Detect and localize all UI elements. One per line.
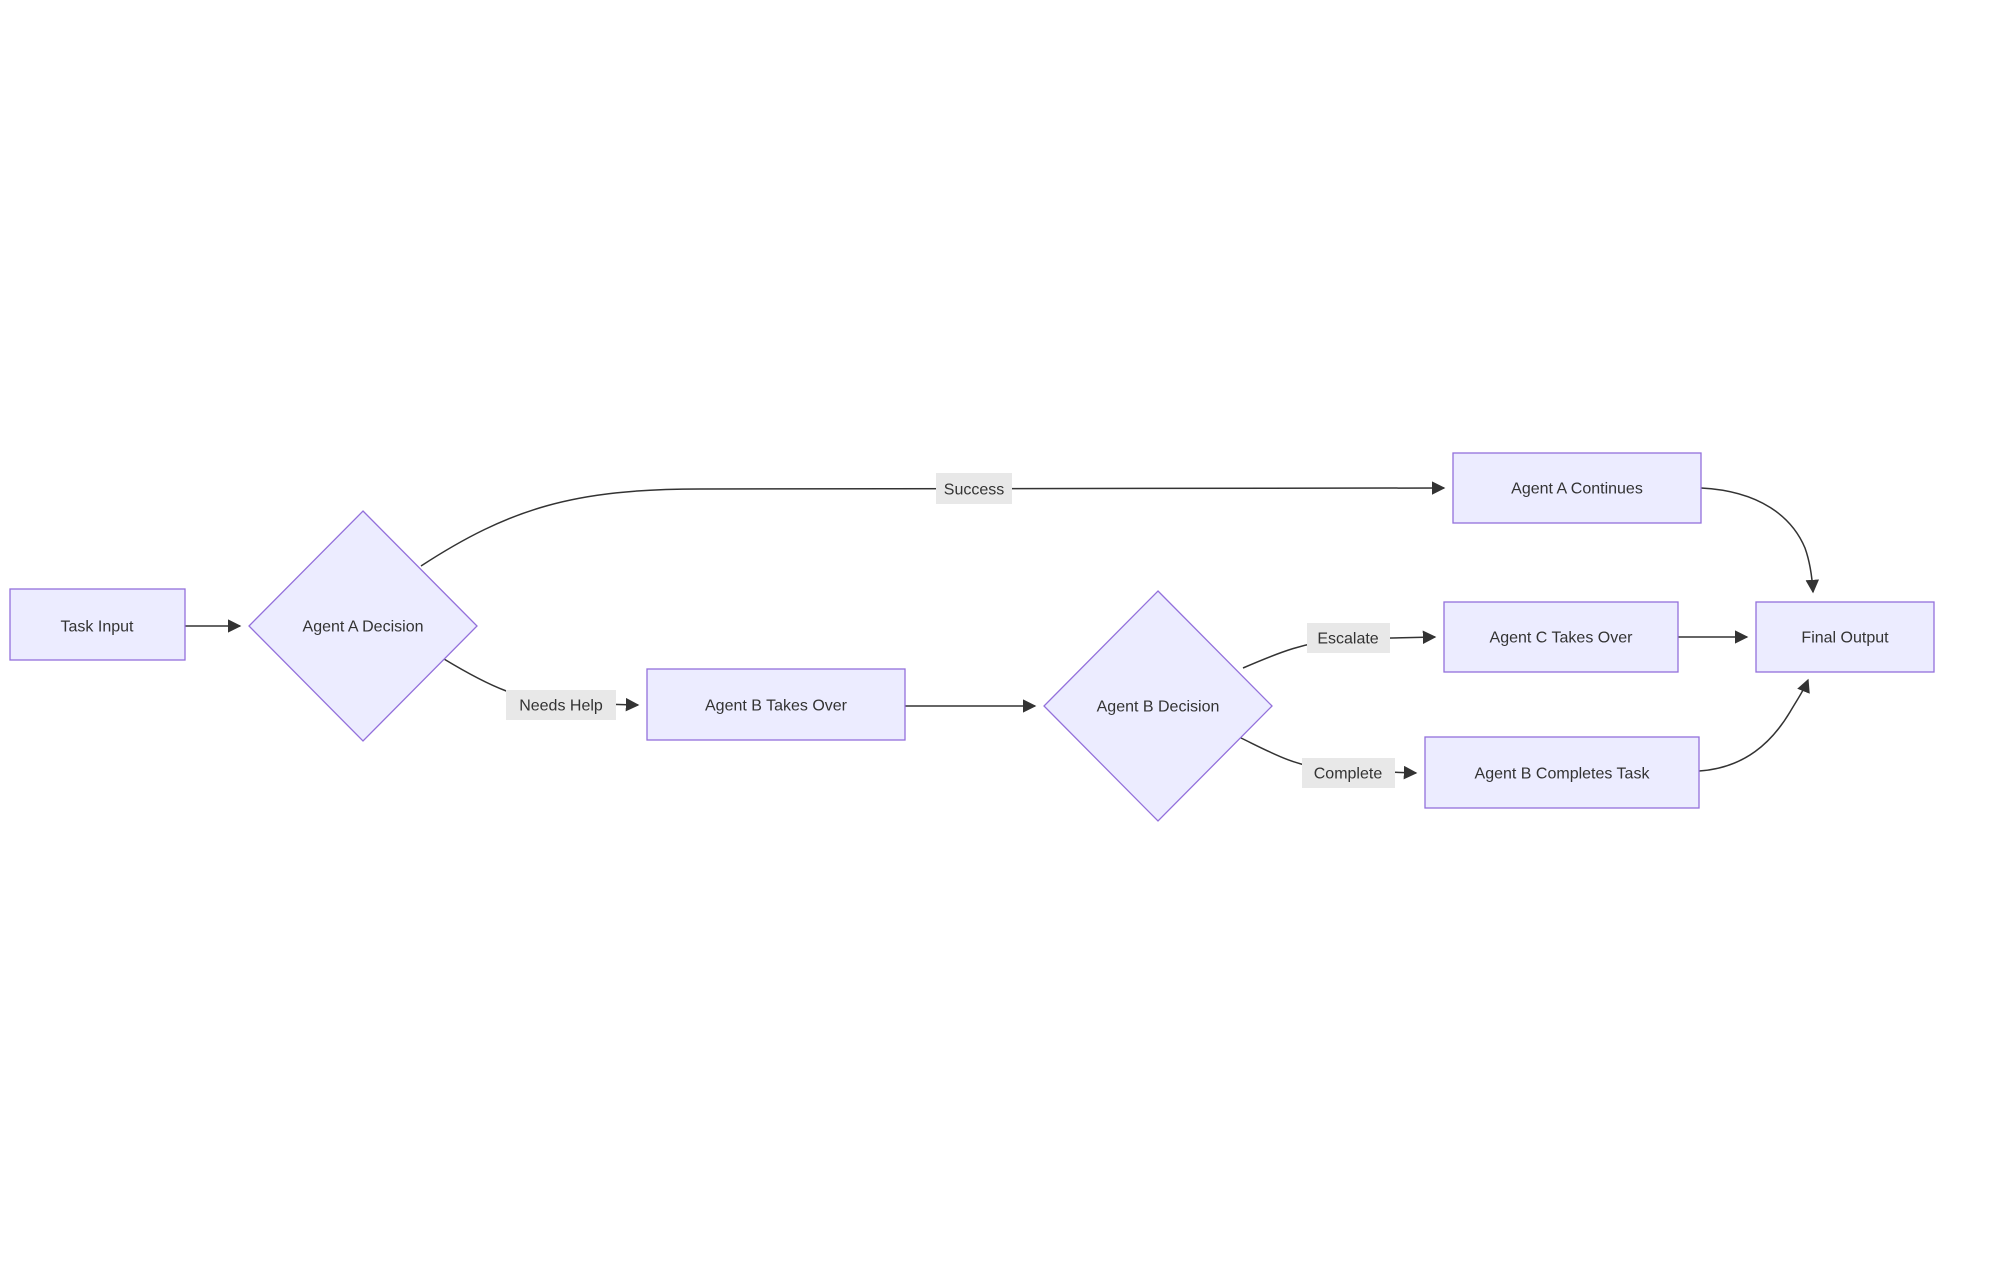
- edge-label-escalate-bg: [1307, 623, 1390, 653]
- node-agent-a-decision-label: Agent A Decision: [303, 619, 424, 636]
- node-agent-b-decision-shape: [1043, 590, 1273, 822]
- edge-label-escalate-text: Escalate: [1317, 631, 1378, 648]
- node-final-output-shape: [1755, 601, 1935, 673]
- node-agent-b-takes-over-label: Agent B Takes Over: [705, 698, 848, 715]
- edge-label-needs-help: Needs Help: [506, 690, 616, 720]
- node-agent-a-continues: Agent A Continues: [1452, 452, 1702, 524]
- node-agent-b-completes-task: Agent B Completes Task: [1424, 736, 1700, 809]
- node-agent-b-takes-over-shape: [646, 668, 906, 741]
- node-agent-c-takes-over-shape: [1443, 601, 1679, 673]
- node-task-input: Task Input: [9, 588, 186, 661]
- edge-label-escalate: Escalate: [1307, 623, 1390, 653]
- node-agent-b-takes-over: Agent B Takes Over: [646, 668, 906, 741]
- edge-label-complete: Complete: [1302, 758, 1395, 788]
- node-agent-b-completes-task-label: Agent B Completes Task: [1475, 766, 1651, 783]
- edge-label-layer: Success Needs Help Escalate Complete: [506, 473, 1395, 788]
- edge-agent-a-continues-to-final-output: [1700, 487, 1820, 594]
- node-agent-c-takes-over: Agent C Takes Over: [1443, 601, 1679, 673]
- edge-label-complete-bg: [1302, 758, 1395, 788]
- edge-layer: [185, 481, 1820, 780]
- edge-agent-b-completes-task-to-final-output: [1698, 678, 1810, 772]
- edge-success: [420, 481, 1446, 567]
- node-agent-a-decision-shape: [248, 510, 478, 742]
- node-layer: Task Input Agent A Decision Agent A Cont…: [9, 452, 1935, 822]
- node-task-input-shape: [9, 588, 186, 661]
- node-agent-a-continues-label: Agent A Continues: [1511, 481, 1643, 498]
- edge-label-success: Success: [936, 473, 1012, 504]
- node-agent-a-continues-shape: [1452, 452, 1702, 524]
- edge-label-needs-help-text: Needs Help: [519, 698, 603, 715]
- edge-label-success-text: Success: [944, 482, 1004, 499]
- edge-label-needs-help-bg: [506, 690, 616, 720]
- node-agent-b-completes-task-shape: [1424, 736, 1700, 809]
- node-agent-b-decision-label: Agent B Decision: [1097, 699, 1220, 716]
- edge-label-success-bg: [936, 473, 1012, 504]
- node-agent-a-decision: Agent A Decision: [248, 510, 478, 742]
- node-agent-b-decision: Agent B Decision: [1043, 590, 1273, 822]
- edge-label-complete-text: Complete: [1314, 766, 1383, 783]
- node-task-input-label: Task Input: [61, 619, 134, 636]
- node-agent-c-takes-over-label: Agent C Takes Over: [1490, 630, 1634, 647]
- node-final-output: Final Output: [1755, 601, 1935, 673]
- node-final-output-label: Final Output: [1801, 630, 1889, 647]
